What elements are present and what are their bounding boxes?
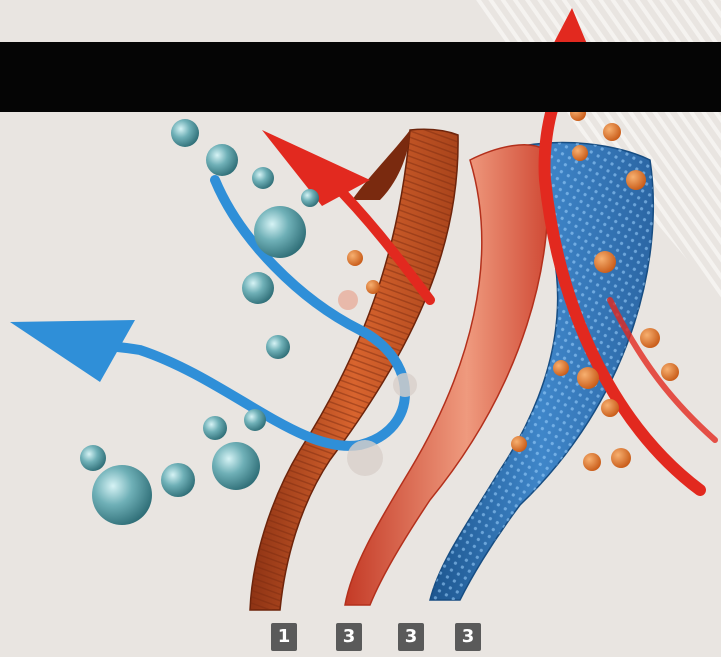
- water-bubble-icon: [161, 463, 195, 497]
- orange-particle-icon: [626, 170, 646, 190]
- layer-labels-row: 1 3 3 3: [0, 623, 721, 653]
- orange-particle-icon: [603, 123, 621, 141]
- water-bubble-icon: [171, 119, 199, 147]
- layer-label-1: 1: [271, 623, 297, 651]
- orange-particle-icon: [572, 145, 588, 161]
- orange-particle-icon: [594, 251, 616, 273]
- layer-label-4: 3: [455, 623, 481, 651]
- orange-particle-icon: [661, 363, 679, 381]
- orange-particle-icon: [577, 367, 599, 389]
- water-bubble-icon: [301, 189, 319, 207]
- water-bubble-icon: [254, 206, 306, 258]
- water-bubble-icon: [266, 335, 290, 359]
- orange-particle-icon: [553, 360, 569, 376]
- water-bubble-icon: [338, 290, 358, 310]
- top-black-banner: [0, 42, 721, 112]
- orange-particle-icon: [366, 280, 380, 294]
- layer-label-3: 3: [398, 623, 424, 651]
- orange-particle-icon: [601, 399, 619, 417]
- orange-particle-icon: [511, 436, 527, 452]
- water-bubble-icon: [252, 167, 274, 189]
- orange-particle-icon: [640, 328, 660, 348]
- orange-particle-icon: [347, 250, 363, 266]
- water-bubble-icon: [203, 416, 227, 440]
- water-bubble-icon: [206, 144, 238, 176]
- layer-label-2: 3: [336, 623, 362, 651]
- water-bubble-icon: [393, 373, 417, 397]
- water-bubble-icon: [242, 272, 274, 304]
- blue-curved-arrow-icon: [10, 320, 135, 382]
- water-bubble-icon: [347, 440, 383, 476]
- water-bubble-icon: [92, 465, 152, 525]
- orange-particle-icon: [583, 453, 601, 471]
- water-bubble-icon: [212, 442, 260, 490]
- outer-layer-edge: [352, 130, 410, 200]
- water-bubble-icon: [244, 409, 266, 431]
- orange-particle-icon: [611, 448, 631, 468]
- water-bubble-icon: [80, 445, 106, 471]
